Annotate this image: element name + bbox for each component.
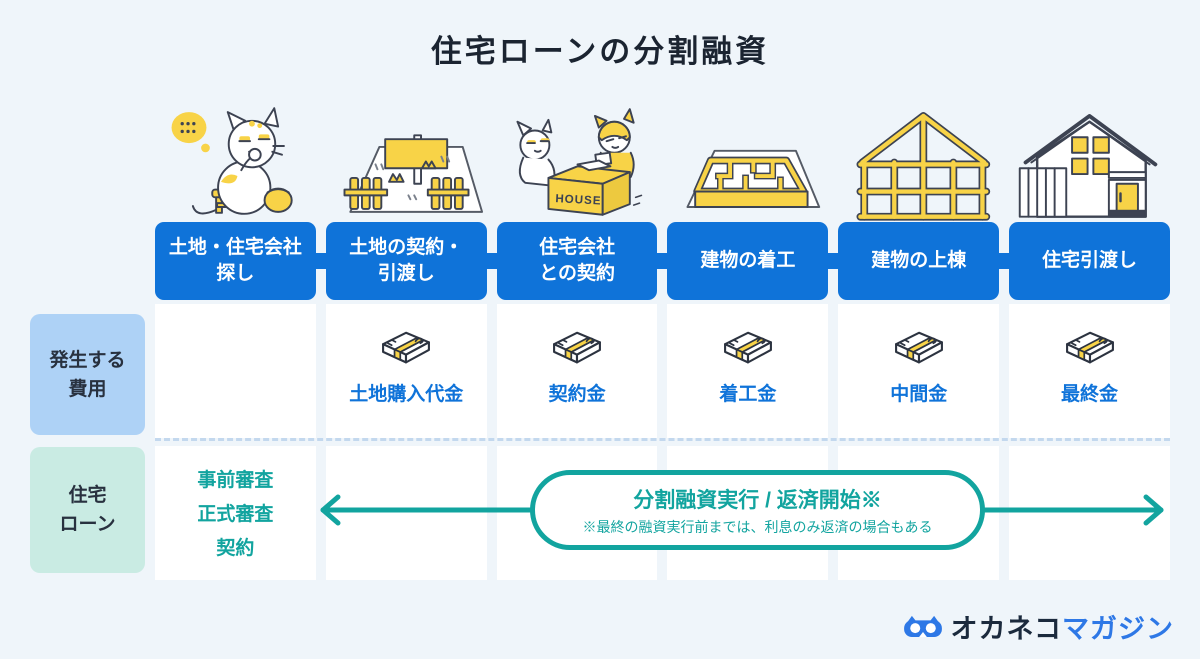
fee-cell-empty: [155, 304, 316, 438]
fee-label: 契約金: [548, 384, 606, 405]
loan-cell: 事前審査 正式審査 契約: [155, 446, 316, 580]
money-stack-icon: [894, 331, 943, 364]
fee-cell: 契約金: [496, 304, 658, 438]
loan-cell: [1009, 446, 1170, 580]
loan-step: 契約: [216, 538, 255, 559]
stage-header-line1: 建物の上棟: [871, 250, 967, 271]
stage-header: 土地の契約・ 引渡し: [325, 222, 487, 300]
brand-logo: オカネコマガジン: [903, 607, 1174, 646]
header-connector: [657, 253, 669, 269]
loan-badge: 分割融資実行 / 返済開始※ ※最終の融資実行前までは、利息のみ返済の場合もある: [530, 470, 985, 550]
money-stack-icon: [1065, 331, 1114, 364]
loan-step: 正式審査: [197, 504, 274, 525]
fee-label: 土地購入代金: [349, 384, 464, 405]
stage-header: 住宅引渡し: [1009, 222, 1170, 300]
stage-header-line1: 土地・住宅会社: [168, 237, 302, 258]
fee-cell: 着工金: [667, 304, 829, 438]
stage-header-line1: 建物の着工: [700, 250, 796, 271]
stage-header: 住宅会社 との契約: [496, 222, 658, 300]
fee-cell: 中間金: [838, 304, 1000, 438]
land-plot-icon: [326, 95, 487, 222]
loan-badge-note: ※最終の融資実行前までは、利息のみ返済の場合もある: [582, 518, 933, 535]
row-label-loan-line1: 住宅: [68, 485, 107, 506]
fee-cell: 最終金: [1009, 304, 1170, 438]
money-stack-icon: [553, 331, 602, 364]
stage-header-line2: との契約: [539, 263, 615, 284]
stage-header-line1: 住宅会社: [539, 237, 616, 258]
brand-logo-text: オカネコマガジン: [951, 607, 1174, 646]
contract-cats-icon: HOUSE: [497, 95, 658, 222]
finished-house-icon: [1009, 95, 1170, 222]
okaneko-logo-icon: [903, 615, 942, 637]
row-label-fee-line2: 費用: [68, 378, 107, 400]
brand-name-dark: オカネコ: [950, 614, 1062, 644]
loan-cell: [325, 446, 487, 580]
row-label-loan: 住宅 ローン: [30, 447, 145, 573]
header-connector: [999, 253, 1011, 269]
fee-label: 着工金: [719, 384, 777, 405]
stage-header-line1: 土地の契約・: [349, 237, 464, 258]
stage-header: 土地・住宅会社 探し: [155, 222, 316, 300]
floor-plan-icon: [667, 95, 828, 222]
stage-header: 建物の上棟: [838, 222, 1000, 300]
house-frame-icon: [838, 95, 999, 222]
row-label-fee: 発生する 費用: [30, 314, 145, 435]
brand-name-blue: マガジン: [1062, 614, 1174, 644]
stage-header-line2: 探し: [216, 263, 255, 284]
thinking-cat-icon: [155, 95, 316, 222]
row-label-fee-line1: 発生する: [49, 349, 126, 371]
money-stack-icon: [723, 331, 772, 364]
fee-cell: 土地購入代金: [325, 304, 487, 438]
loan-step: 事前審査: [197, 470, 274, 491]
stage-column-4: 建物の着工 着工金: [667, 95, 829, 580]
loan-steps: 事前審査 正式審査 契約: [155, 446, 316, 566]
stage-header-line1: 住宅引渡し: [1042, 250, 1138, 271]
row-divider-dashed: [155, 438, 1170, 441]
stage-header-line2: 引渡し: [377, 263, 435, 284]
fee-label: 最終金: [1061, 384, 1119, 405]
loan-badge-title: 分割融資実行 / 返済開始※: [633, 488, 882, 512]
header-connector: [828, 253, 840, 269]
header-connector: [315, 253, 327, 269]
fee-label: 中間金: [890, 384, 948, 405]
stage-column-1: 土地・住宅会社 探し 事前審査 正式審査 契約: [155, 95, 316, 580]
stage-column-6: 住宅引渡し 最終金: [1009, 95, 1170, 580]
stage-header: 建物の着工: [667, 222, 829, 300]
house-box-label: HOUSE: [555, 192, 602, 207]
page-title: 住宅ローンの分割融資: [430, 34, 770, 69]
money-stack-icon: [382, 331, 431, 364]
header-connector: [486, 253, 498, 269]
stage-column-2: 土地の契約・ 引渡し 土地購入代金: [325, 95, 487, 580]
row-label-loan-line2: ローン: [59, 514, 116, 535]
